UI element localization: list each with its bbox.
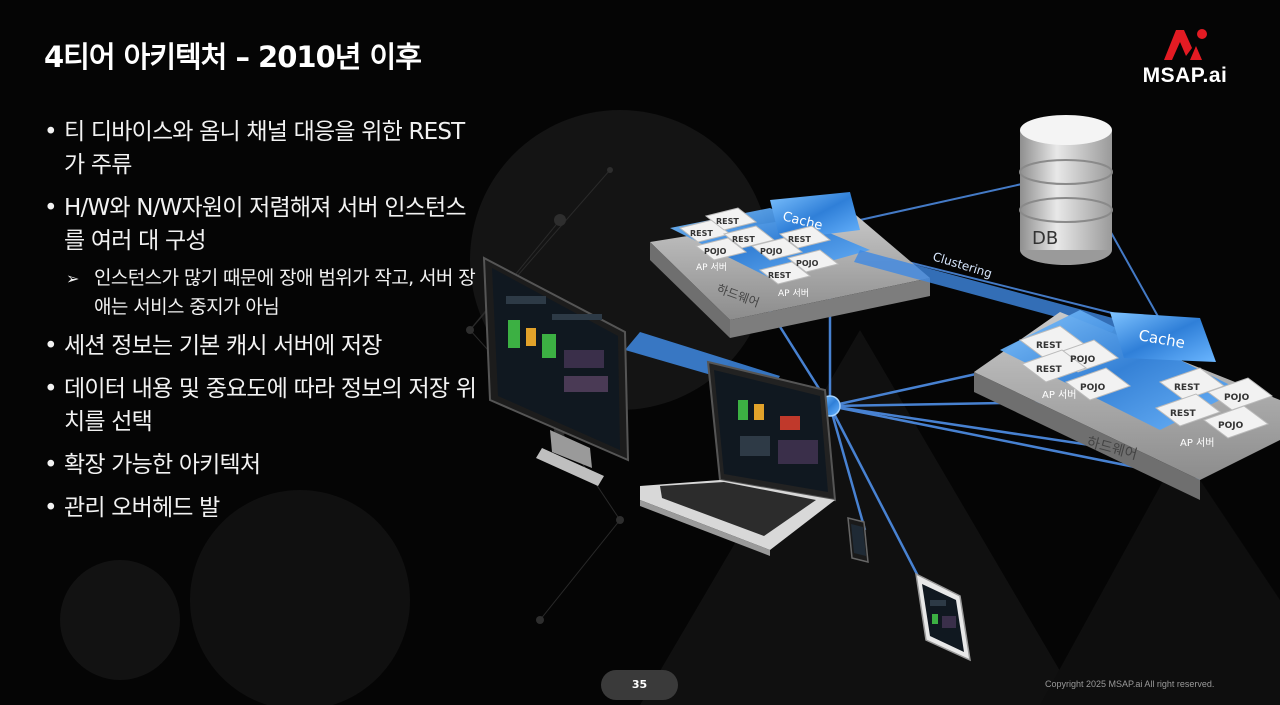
laptop-icon: [640, 360, 837, 556]
rest-label: REST: [788, 235, 811, 244]
rest-label: REST: [690, 229, 713, 238]
rest-label: REST: [1036, 341, 1063, 351]
db-label: DB: [1032, 228, 1058, 249]
rest-label: REST: [1036, 365, 1063, 375]
ap-label: AP 서버: [1042, 389, 1076, 401]
logo-text: MSAP.ai: [1142, 64, 1228, 87]
brand-logo: MSAP.ai: [1130, 26, 1240, 90]
pojo-label: POJO: [704, 247, 727, 256]
database-cylinder: DB: [1019, 115, 1113, 265]
architecture-diagram: Cache REST REST POJO REST POJO REST REST…: [482, 115, 1280, 662]
bullet-item: H/W와 N/W자원이 저렴해져 서버 인스턴스를 여러 대 구성: [44, 192, 484, 258]
server-group-right: Cache REST POJO REST POJO REST POJO REST…: [974, 310, 1280, 500]
rest-label: REST: [1170, 409, 1197, 419]
bullet-item: 세션 정보는 기본 캐시 서버에 저장: [44, 330, 484, 363]
bullet-list: 티 디바이스와 옴니 채널 대응을 위한 REST가 주류 H/W와 N/W자원…: [44, 116, 484, 535]
sub-bullet-item: 인스턴스가 많기 때문에 장애 범위가 작고, 서버 장애는 서비스 중지가 아…: [44, 264, 484, 322]
server-group-top: Cache REST REST POJO REST POJO REST REST…: [650, 192, 930, 338]
bullet-item: 관리 오버헤드 발: [44, 492, 484, 525]
slide-title: 4티어 아키텍처 – 2010년 이후: [44, 40, 422, 74]
bullet-item: 데이터 내용 및 중요도에 따라 정보의 저장 위치를 선택: [44, 373, 484, 439]
ap-label: AP 서버: [696, 262, 727, 273]
copyright-text: Copyright 2025 MSAP.ai All right reserve…: [1045, 679, 1215, 689]
bullet-item: 티 디바이스와 옴니 채널 대응을 위한 REST가 주류: [44, 116, 484, 182]
msap-logo-icon: [1164, 29, 1207, 60]
smartphone-icon: [847, 517, 869, 563]
desktop-monitor-icon: [482, 256, 630, 486]
ap-label: AP 서버: [778, 288, 809, 299]
rest-label: REST: [732, 235, 755, 244]
ap-label: AP 서버: [1180, 437, 1214, 449]
pojo-label: POJO: [1218, 421, 1244, 431]
pojo-label: POJO: [796, 259, 819, 268]
tablet-icon: [915, 572, 971, 662]
pojo-label: POJO: [1070, 355, 1096, 365]
rest-label: REST: [716, 217, 739, 226]
rest-label: REST: [768, 271, 791, 280]
pojo-label: POJO: [760, 247, 783, 256]
pojo-label: POJO: [1080, 383, 1106, 393]
bullet-item: 확장 가능한 아키텍처: [44, 449, 484, 482]
rest-label: REST: [1174, 383, 1201, 393]
pojo-label: POJO: [1224, 393, 1250, 403]
page-number-badge: 35: [601, 670, 678, 700]
